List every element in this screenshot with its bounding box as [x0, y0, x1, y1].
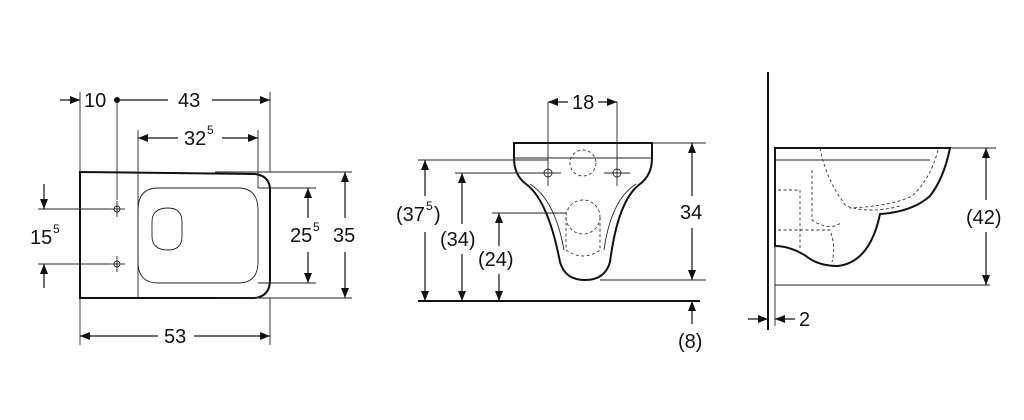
dim-25-superscript: 5: [313, 220, 320, 234]
dim-25-label: 25: [290, 225, 312, 247]
dim-35-label: 35: [333, 225, 355, 247]
dim-24-label: (24): [478, 249, 514, 271]
side-view-bowl: [774, 147, 952, 268]
dim-8-label: (8): [678, 331, 702, 353]
dim-34-label: 34: [680, 202, 702, 224]
dim-32-superscript: 5: [207, 123, 214, 137]
dim-10-label: 10: [84, 90, 106, 112]
dim-18-label: 18: [572, 92, 594, 114]
dim-15-superscript: 5: [53, 222, 60, 236]
dim-34-paren-label: (34): [440, 229, 476, 251]
top-view: 10 43 32 5 15 5 25 5 35 53: [30, 90, 355, 348]
top-view-seat-opening: [137, 187, 259, 284]
dim-43-label: 43: [178, 90, 200, 112]
top-view-bowl-outline: [79, 170, 271, 299]
front-view: 18 (37 5 ) (34) (24) 34 (8): [396, 92, 706, 353]
dim-2-label: 2: [799, 309, 810, 331]
side-view: (42) 2: [748, 72, 1002, 331]
dim-42-label: (42): [966, 207, 1002, 229]
dim-37-label: (37: [396, 204, 425, 226]
top-view-mounting-holes: [109, 201, 125, 272]
front-view-bowl: [513, 142, 653, 282]
dim-53-label: 53: [164, 326, 186, 348]
top-view-flush-opening: [151, 207, 183, 251]
dim-37-close: ): [434, 204, 441, 226]
dim-32-label: 32: [184, 128, 206, 150]
dim-37-superscript: 5: [426, 199, 433, 213]
dim-15-label: 15: [30, 227, 52, 249]
